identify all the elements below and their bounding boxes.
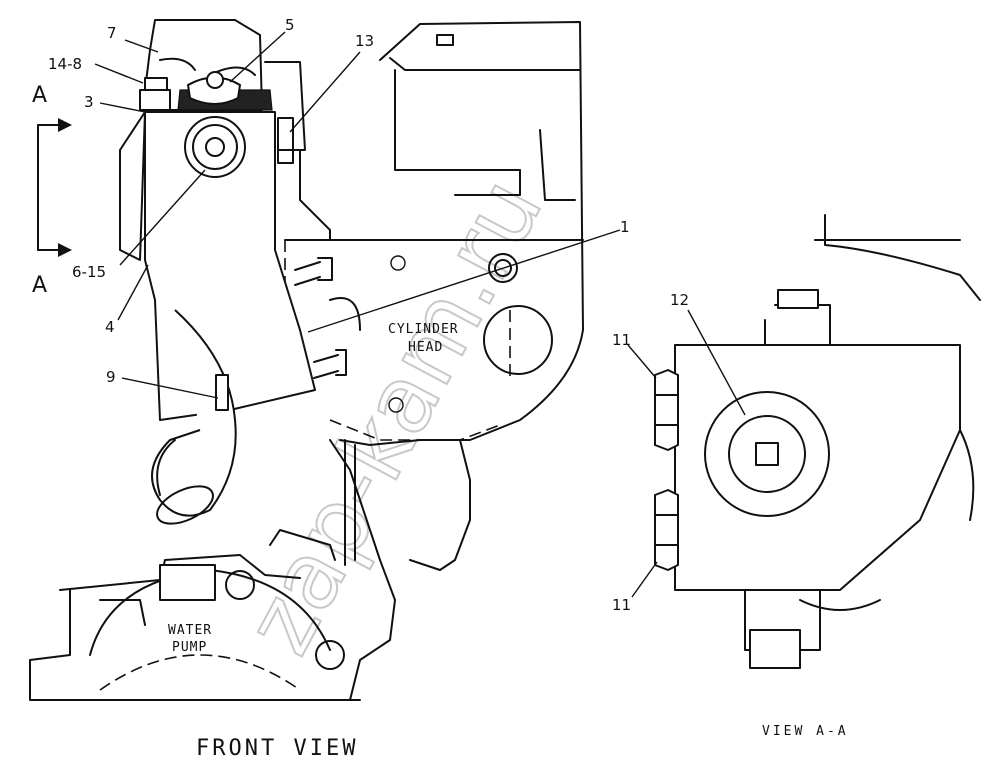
callout-11-bottom: 11 [612,596,631,614]
section-letter-top: A [32,83,47,108]
section-marker-a-a: A A [32,83,72,298]
callout-4: 4 [105,318,115,336]
water-pump-housing [29,439,471,701]
section-letter-bottom: A [32,273,47,298]
cylinder-head-outline [284,21,584,446]
callout-14-8: 14-8 [48,55,82,73]
label-pump: PUMP [172,640,207,655]
callout-9: 9 [106,368,116,386]
bracket-assembly [119,19,316,525]
component-labels: CYLINDER HEAD WATER PUMP [168,322,459,655]
callout-3: 3 [84,93,94,111]
callouts: 7 5 13 14-8 3 6-15 4 9 1 12 11 11 [48,16,689,614]
label-cylinder: CYLINDER [388,322,459,337]
callout-1: 1 [620,218,630,236]
view-a-a-detail [654,214,981,669]
callout-11-top: 11 [612,331,631,349]
callout-12: 12 [670,291,689,309]
callout-6-15: 6-15 [72,263,106,281]
callout-7: 7 [107,24,117,42]
label-head: HEAD [408,340,443,355]
label-water: WATER [168,623,212,638]
callout-13: 13 [355,32,374,50]
leader-lines [94,31,746,598]
view-a-a-title: VIEW A-A [762,724,849,739]
callout-5: 5 [285,16,295,34]
front-view-title: FRONT VIEW [196,736,358,761]
